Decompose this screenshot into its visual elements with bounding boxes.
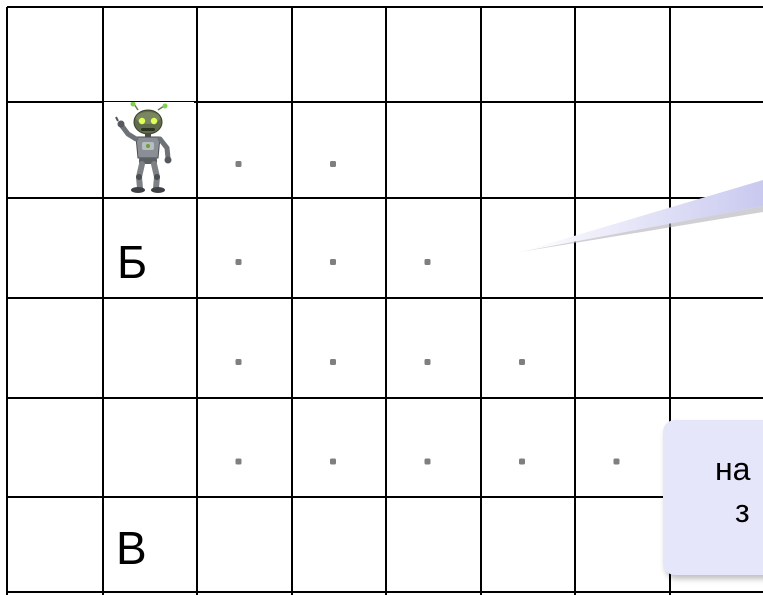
callout-line-2: з xyxy=(715,492,763,530)
hint-callout: на з xyxy=(663,420,763,575)
callout-line-1: на xyxy=(715,451,750,487)
